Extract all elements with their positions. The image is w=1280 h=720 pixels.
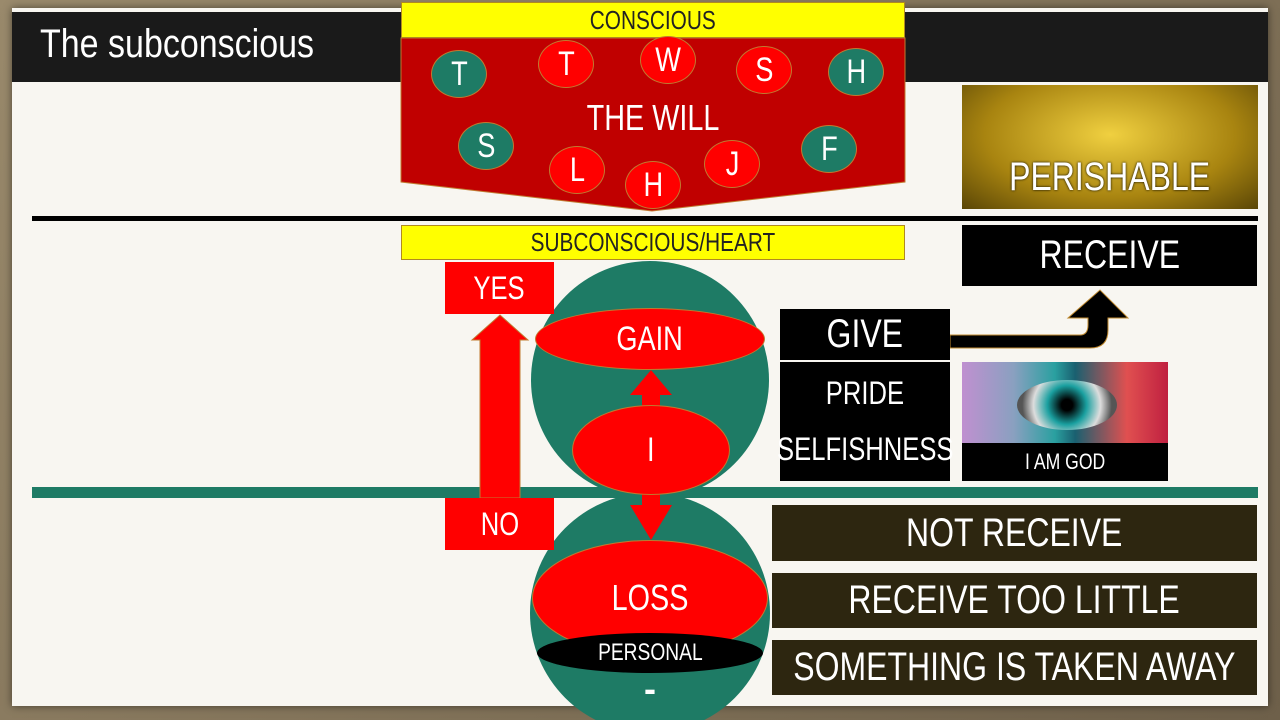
will-label: THE WILL <box>586 97 720 138</box>
virtue-circle: T <box>431 50 487 98</box>
vice-circle: L <box>549 146 605 194</box>
give-to-receive-arrow <box>949 289 1130 349</box>
treasure-chest-image: PERISHABLE <box>962 85 1258 209</box>
give-box: GIVE <box>780 309 950 360</box>
outcome-receive-too-little: RECEIVE TOO LITTLE <box>772 573 1257 628</box>
outcome-taken-away: SOMETHING IS TAKEN AWAY <box>772 640 1257 695</box>
yes-box: YES <box>445 262 554 314</box>
selfishness-label: SELFISHNESS <box>776 430 954 467</box>
subconscious-label: SUBCONSCIOUS/HEART <box>401 225 905 260</box>
i-am-god-caption: I AM GOD <box>962 443 1168 481</box>
vice-circle: W <box>640 36 696 84</box>
loss-ellipse: LOSS <box>532 540 768 656</box>
eye-icon <box>1017 380 1117 430</box>
conscious-label: CONSCIOUS <box>401 2 905 38</box>
slide-title: The subconscious <box>40 22 315 66</box>
virtue-circle: H <box>828 48 884 96</box>
eye-image <box>962 362 1168 443</box>
vice-circle: T <box>538 40 594 88</box>
i-to-loss-arrow <box>630 490 672 540</box>
vice-circle: J <box>704 140 760 188</box>
pride-box: PRIDE SELFISHNESS <box>776 362 954 481</box>
virtue-circle: F <box>801 125 857 173</box>
vice-circle: S <box>736 46 792 94</box>
pride-label: PRIDE <box>825 374 905 411</box>
conscious-divider-line <box>32 216 1258 221</box>
self-ellipse: I <box>572 405 730 495</box>
gain-ellipse: GAIN <box>535 308 765 370</box>
receive-box: RECEIVE <box>962 225 1257 286</box>
virtue-circle: S <box>458 122 514 170</box>
personal-ellipse: PERSONAL <box>537 633 763 673</box>
outcome-not-receive: NOT RECEIVE <box>772 505 1257 561</box>
no-box: NO <box>445 498 554 550</box>
vice-circle: H <box>625 161 681 209</box>
no-to-yes-arrow <box>470 314 530 499</box>
minus-sign: - <box>644 668 656 709</box>
i-to-gain-arrow <box>630 370 672 410</box>
